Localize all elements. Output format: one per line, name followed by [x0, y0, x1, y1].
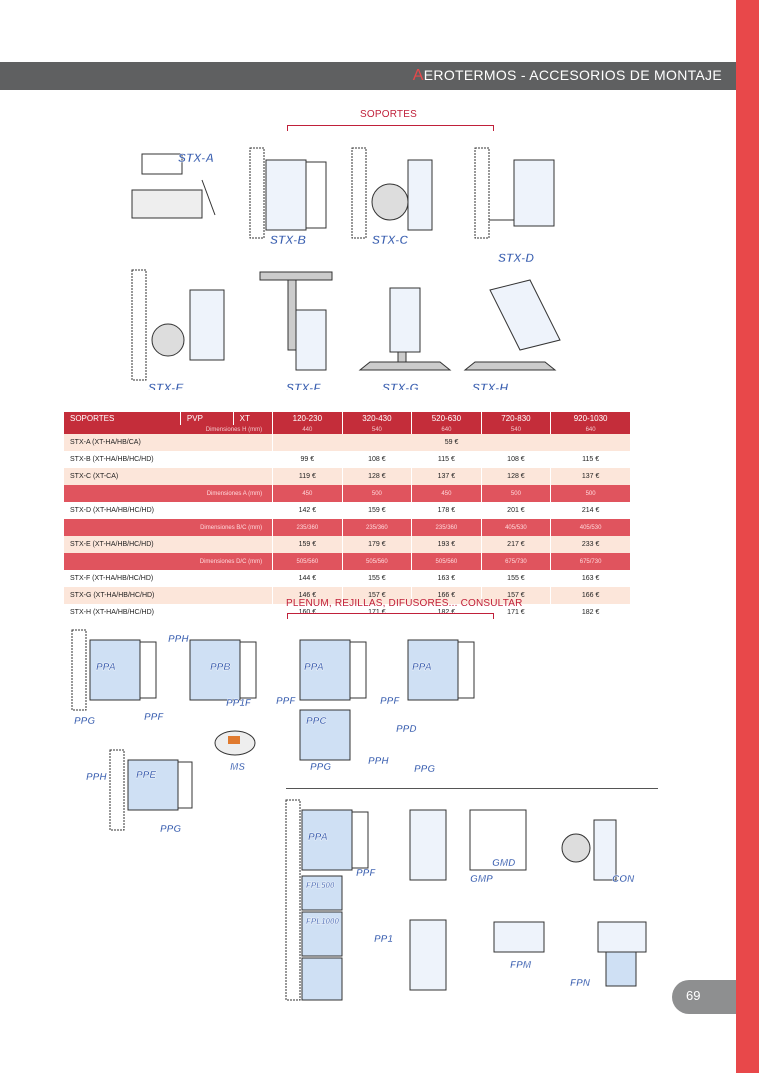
svg-text:PP1: PP1: [374, 934, 393, 945]
svg-text:PPF: PPF: [380, 696, 400, 707]
svg-text:PPH: PPH: [368, 756, 389, 767]
svg-text:PPB: PPB: [210, 662, 231, 673]
dim-a-row: Dimensiones A (mm) 450 500 450 500 500: [64, 485, 631, 502]
tag-stx-d: STX-D: [498, 251, 534, 265]
ppa-diagram-1: PPA PPG PPF: [71, 629, 165, 727]
svg-text:PPA: PPA: [304, 662, 324, 673]
svg-text:PPE: PPE: [136, 770, 156, 781]
fpn-diagram: FPN: [570, 921, 647, 989]
dim-dc-row: Dimensiones D/C (mm) 505/560 505/560 505…: [64, 553, 631, 570]
svg-text:PPF: PPF: [356, 868, 376, 879]
svg-text:PPC: PPC: [306, 716, 327, 727]
table-row: STX-G (XT-HA/HB/HC/HD) 146 € 157 € 166 €…: [64, 587, 631, 604]
svg-text:PPF: PPF: [276, 696, 296, 707]
svg-text:PPA: PPA: [308, 832, 328, 843]
page-header: AEROTERMOS - ACCESORIOS DE MONTAJE: [0, 62, 736, 90]
ppb-diagram: PPH PPB PP1F: [168, 634, 257, 709]
stx-d-diagram: STX-D: [474, 147, 555, 265]
page-title: AEROTERMOS - ACCESORIOS DE MONTAJE: [412, 67, 722, 84]
stx-b-diagram: STX-B: [249, 147, 327, 247]
ms-diagram: MS: [214, 730, 256, 773]
col-soportes: SOPORTES: [64, 412, 181, 425]
col-120-230: 120-230: [272, 412, 343, 425]
stx-e-diagram: STX-E: [131, 269, 225, 390]
col-320-430: 320-430: [342, 412, 413, 425]
svg-text:PPG: PPG: [414, 764, 435, 775]
section-plenum: PLENUM, REJILLAS, DIFUSORES... CONSULTAR: [286, 598, 523, 609]
col-920-1030: 920-1030: [550, 412, 631, 425]
svg-text:MS: MS: [230, 762, 245, 773]
svg-text:PPD: PPD: [396, 724, 417, 735]
plenum-diagrams-lower: PPA PPF FPL500 FPL1000 GMD GMP CON PP1 F…: [285, 799, 647, 1001]
section-soportes: SOPORTES: [360, 109, 417, 120]
page-number: 69: [686, 988, 701, 1003]
col-pvp: PVP: [180, 412, 234, 425]
dim-bc-row: Dimensiones B/C (mm) 235/360 235/360 235…: [64, 519, 631, 536]
stx-g-diagram: STX-G: [358, 287, 452, 390]
svg-text:CON: CON: [612, 874, 635, 885]
page-number-tab: 69: [672, 980, 736, 1014]
svg-text:PPG: PPG: [74, 716, 95, 727]
tag-stx-h: STX-H: [472, 381, 508, 390]
ppe-diagram: PPE PPH PPG: [86, 749, 193, 835]
table-row: STX-E (XT-HA/HB/HC/HD) 159 € 179 € 193 €…: [64, 536, 631, 553]
stx-c-diagram: STX-C: [351, 147, 433, 247]
tag-stx-f: STX-F: [286, 381, 321, 390]
table-row: STX-C (XT-CA) 119 € 128 € 137 € 128 € 13…: [64, 468, 631, 485]
pp1-diagram: PP1: [374, 919, 447, 991]
divider-line: [286, 788, 658, 789]
right-accent-bar: [736, 0, 759, 1073]
table-row: STX-D (XT-HA/HB/HC/HD) 142 € 159 € 178 €…: [64, 502, 631, 519]
svg-text:PPG: PPG: [160, 824, 181, 835]
col-xt: XT: [233, 412, 274, 425]
svg-text:FPL500: FPL500: [306, 881, 335, 890]
fpm-diagram: FPM: [493, 921, 545, 971]
stx-a-diagram: STX-A: [131, 151, 216, 219]
soportes-diagrams: STX-A STX-B STX-C STX-D STX-E STX-F: [131, 147, 561, 390]
col-720-830: 720-830: [481, 412, 552, 425]
gmd-diagram: GMD GMP: [409, 809, 527, 885]
svg-text:PPH: PPH: [168, 634, 189, 645]
table-row: STX-F (XT-HA/HB/HC/HD) 144 € 155 € 163 €…: [64, 570, 631, 587]
tag-stx-e: STX-E: [148, 381, 184, 390]
tag-stx-c: STX-C: [372, 233, 408, 247]
ppd-diagram: PPA PPF PPD PPH PPG: [368, 639, 475, 775]
svg-text:FPL1000: FPL1000: [306, 917, 339, 926]
table-header-row: SOPORTES PVP XT 120-230 320-430 520-630 …: [64, 412, 631, 425]
svg-text:PPF: PPF: [144, 712, 164, 723]
svg-text:PPA: PPA: [96, 662, 116, 673]
svg-text:GMP: GMP: [470, 874, 493, 885]
price-table: SOPORTES PVP XT 120-230 320-430 520-630 …: [64, 412, 631, 621]
svg-text:PPG: PPG: [310, 762, 331, 773]
ppa-diagram-2: PPA PPF FPL500 FPL1000: [285, 799, 377, 1001]
svg-text:PP1F: PP1F: [226, 698, 252, 709]
table-row: STX-A (XT-HA/HB/CA) 59 €: [64, 434, 631, 451]
svg-text:FPN: FPN: [570, 978, 591, 989]
dim-h-row: Dimensiones H (mm) 440 540 640 540 640: [64, 425, 631, 434]
table-row: STX-B (XT-HA/HB/HC/HD) 99 € 108 € 115 € …: [64, 451, 631, 468]
stx-f-diagram: STX-F: [259, 271, 333, 390]
svg-text:FPM: FPM: [510, 960, 532, 971]
tag-stx-b: STX-B: [270, 233, 306, 247]
ppc-diagram: PPA PPF PPC PPG: [276, 639, 367, 773]
section-bracket: [287, 125, 494, 131]
svg-text:GMD: GMD: [492, 858, 515, 869]
plenum-diagrams: PPA PPG PPF PPH PPB PP1F PPA PPF PPC PPG…: [71, 629, 475, 835]
section-bracket: [287, 613, 494, 619]
stx-h-diagram: STX-H: [463, 279, 561, 390]
tag-stx-g: STX-G: [382, 381, 419, 390]
col-520-630: 520-630: [411, 412, 482, 425]
tag-stx-a: STX-A: [178, 151, 214, 165]
con-diagram: CON: [561, 819, 635, 885]
table-row: STX-H (XT-HA/HB/HC/HD) 160 € 171 € 182 €…: [64, 604, 631, 621]
svg-text:PPH: PPH: [86, 772, 107, 783]
svg-text:PPA: PPA: [412, 662, 432, 673]
